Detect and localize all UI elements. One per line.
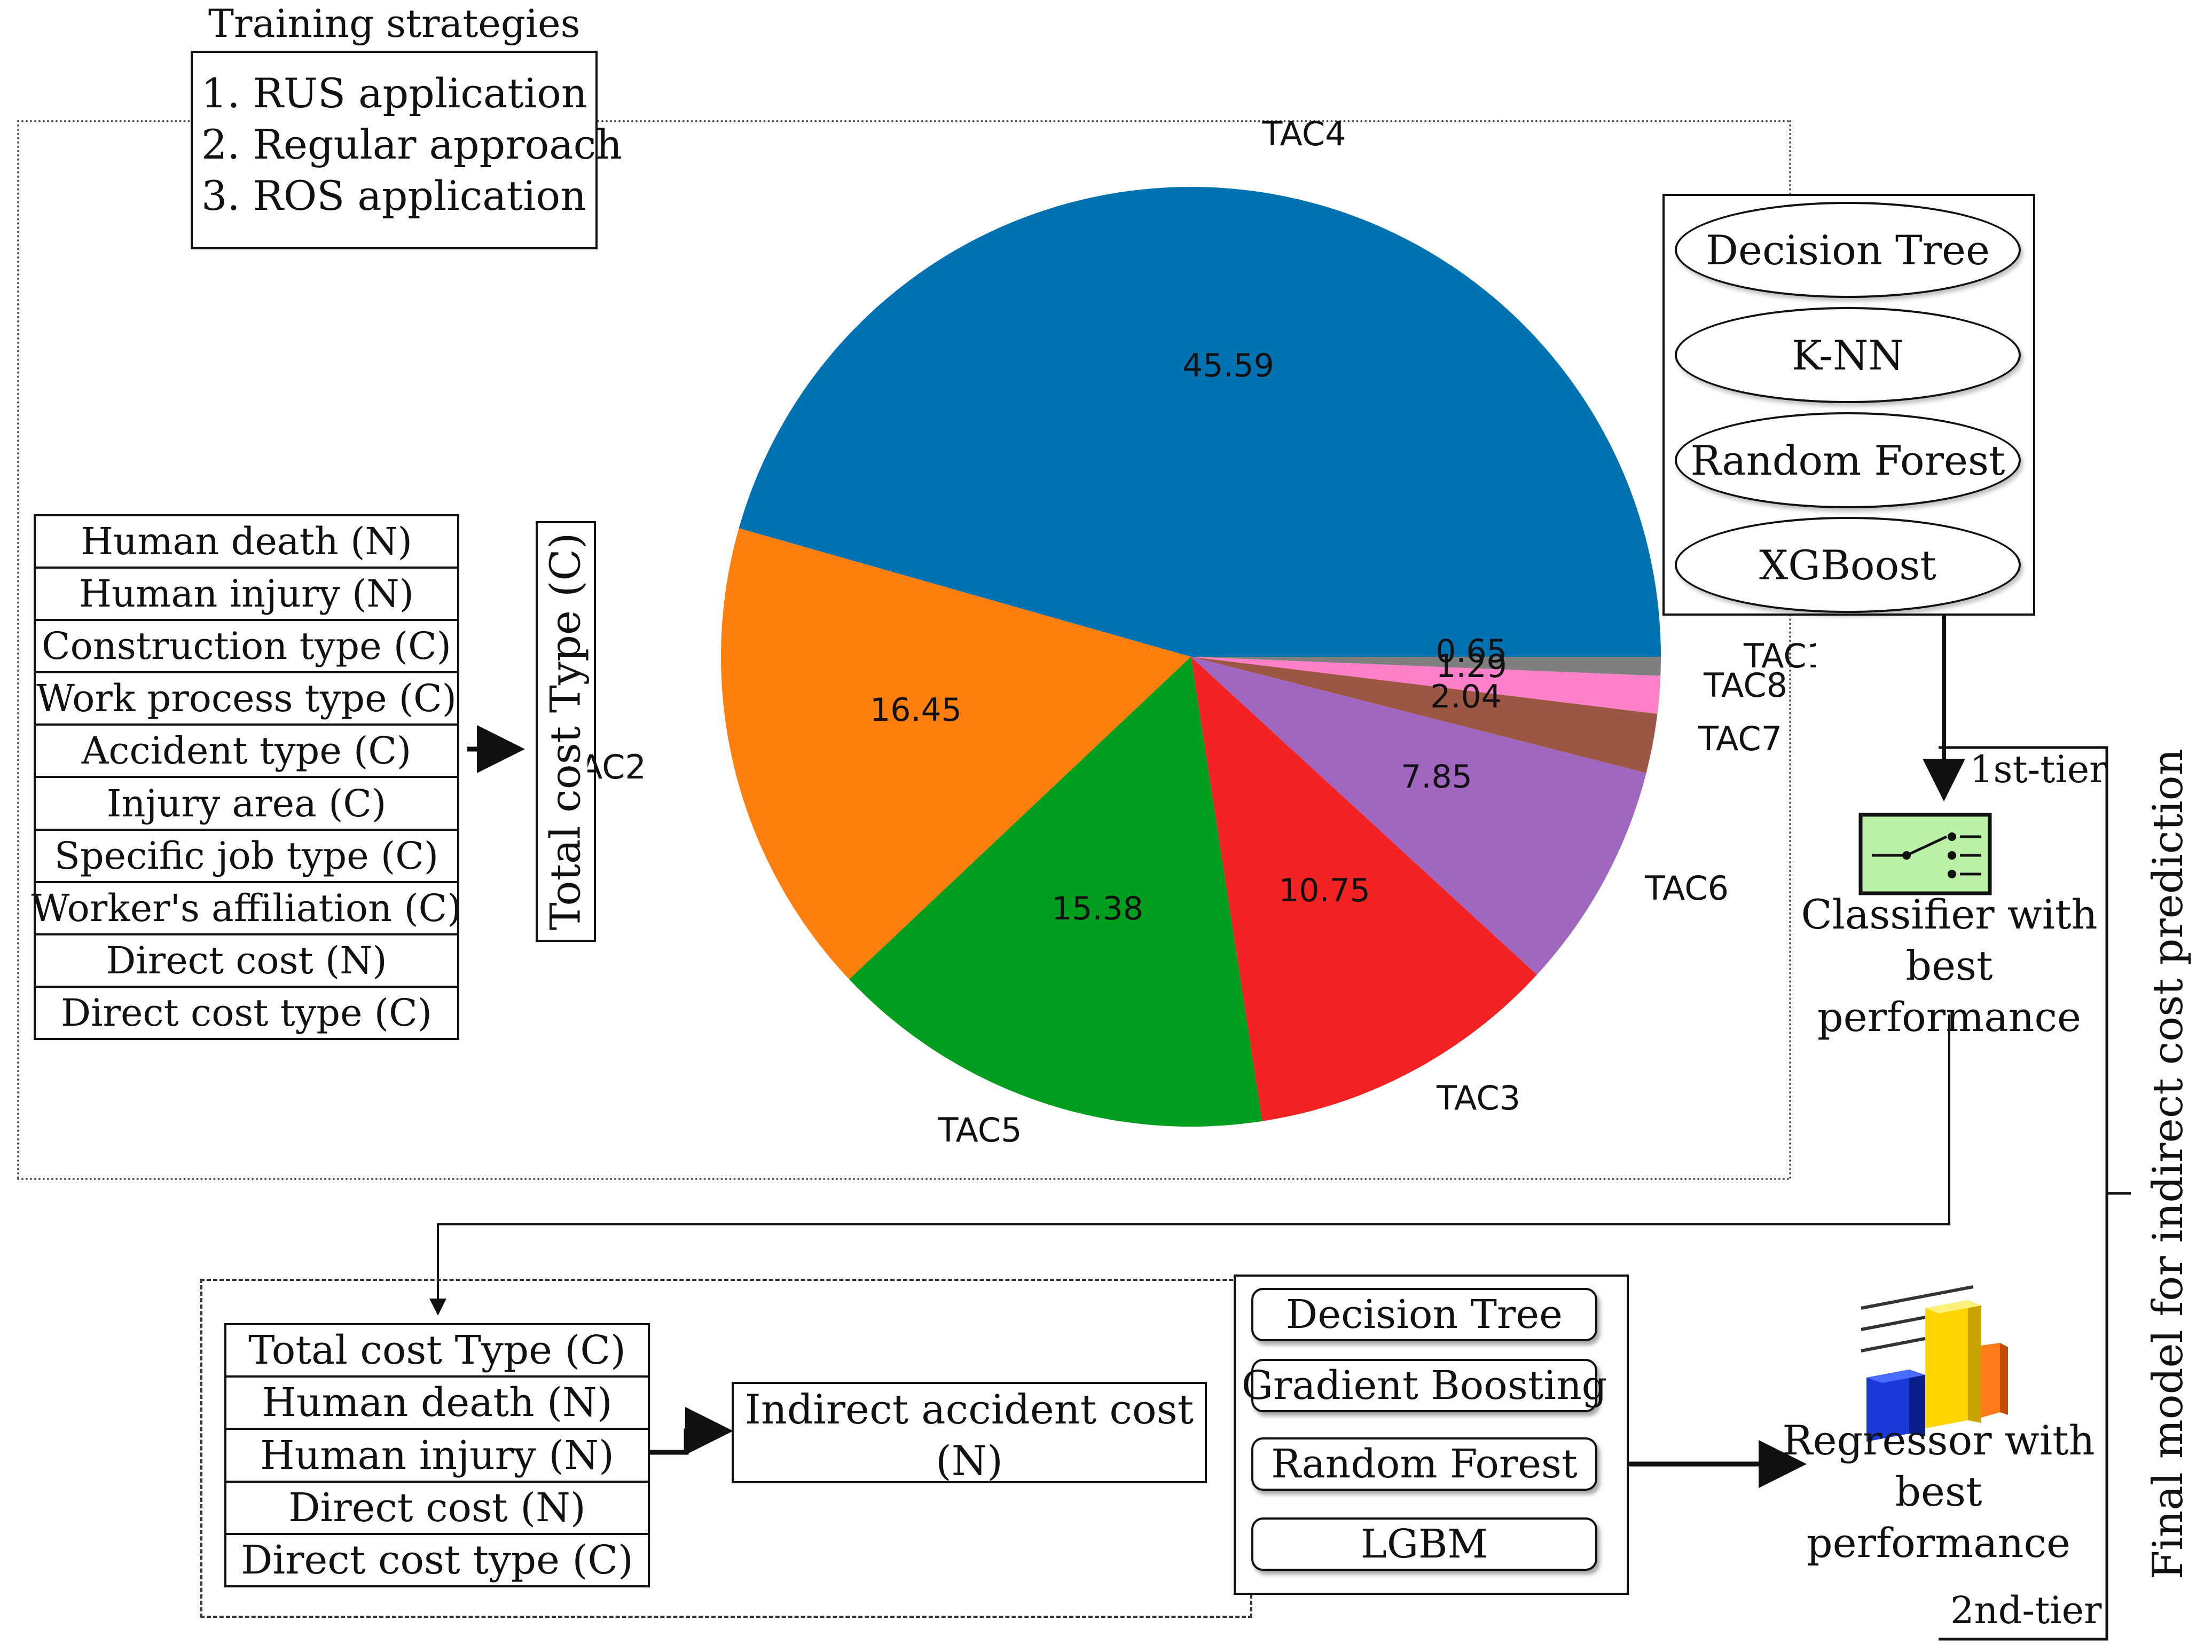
classifier-result-label: Classifier with best performance <box>1801 891 2098 1041</box>
pie-value-tac4: 45.59 <box>1182 347 1274 384</box>
feature-cell: Construction type (C) <box>36 621 457 674</box>
target-label-top: Total cost Type (C) <box>542 532 590 931</box>
tier2-label: 2nd-tier <box>1950 1588 2102 1632</box>
pie-label-tac5: TAC5 <box>937 1111 1022 1150</box>
pie-value-tac7: 2.04 <box>1430 678 1502 715</box>
feature-cell: Human injury (N) <box>36 569 457 622</box>
pie-slice-tac5 <box>849 657 1262 1127</box>
pie-label-tac8: TAC8 <box>1703 666 1787 705</box>
target-box-top: Total cost Type (C) <box>536 521 596 942</box>
pie-slice-tac8 <box>1191 657 1661 714</box>
pie-value-tac1: 0.65 <box>1436 633 1507 670</box>
features-table-bottom: Total cost Type (C) Human death (N) Huma… <box>224 1323 650 1587</box>
pie-value-tac3: 10.75 <box>1278 872 1370 909</box>
pie-value-tac2: 16.45 <box>870 691 962 729</box>
pie-value-tac8: 1.29 <box>1436 648 1507 685</box>
feature-cell: Human death (N) <box>226 1378 648 1430</box>
tier1-to-tier2-connector <box>429 1014 1950 1316</box>
pie-value-tac6: 7.85 <box>1401 758 1472 796</box>
classifier-decision-tree: Decision Tree <box>1675 202 2021 298</box>
pie-slice-tac3 <box>1191 657 1537 1121</box>
classifier-xgboost: XGBoost <box>1675 517 2021 613</box>
feature-cell: Total cost Type (C) <box>226 1325 648 1378</box>
tier1-label: 1st-tier <box>1970 748 2107 791</box>
pie-label-tac1: TAC1 <box>1743 636 1816 675</box>
feature-cell: Direct cost type (C) <box>241 1537 633 1583</box>
pie-slice-tac4 <box>739 187 1661 657</box>
final-model-label: Final model for indirect cost prediction <box>2144 749 2192 1579</box>
feature-cell: Specific job type (C) <box>36 831 457 883</box>
feature-cell: Accident type (C) <box>36 726 457 778</box>
strategy-item: 2. Regular approach <box>201 121 623 168</box>
feature-cell: Injury area (C) <box>36 778 457 831</box>
switch-icon <box>1858 813 1992 895</box>
pie-label-tac4: TAC4 <box>1261 117 1346 153</box>
classifier-knn: K-NN <box>1675 307 2021 403</box>
feature-cell: Direct cost (N) <box>226 1483 648 1535</box>
tier1-container <box>17 120 1791 1180</box>
strategies-title: Training strategies <box>208 1 581 46</box>
feature-cell: Human injury (N) <box>226 1430 648 1483</box>
regressor-random-forest: Random Forest <box>1251 1437 1597 1491</box>
regressor-decision-tree: Decision Tree <box>1251 1288 1597 1341</box>
pie-label-tac7: TAC7 <box>1698 719 1782 758</box>
bar-chart-icon <box>1850 1284 2011 1444</box>
features-to-indirect-arrow <box>649 1407 733 1455</box>
feature-cell: Worker's affiliation (C) <box>31 883 462 935</box>
regressor-lgbm: LGBM <box>1251 1517 1597 1571</box>
pie-slice-tac1 <box>1191 657 1661 676</box>
feature-cell: Human death (N) <box>36 516 457 569</box>
indirect-cost-box: Indirect accident cost (N) <box>732 1382 1207 1484</box>
classifier-random-forest: Random Forest <box>1675 412 2021 508</box>
strategy-item: 3. ROS application <box>201 172 587 219</box>
features-table-top: Human death (N) Human injury (N) Constru… <box>31 514 462 1040</box>
strategies-box: 1. RUS application 2. Regular approach 3… <box>191 51 623 249</box>
pie-label-tac6: TAC6 <box>1644 869 1729 908</box>
regressor-gradient-boosting: Gradient Boosting <box>1242 1359 1607 1412</box>
feature-cell: Direct cost (N) <box>36 935 457 988</box>
feature-cell: Work process type (C) <box>36 673 457 726</box>
pie-label-tac3: TAC3 <box>1436 1079 1520 1118</box>
pie-slice-tac6 <box>1191 657 1646 975</box>
pie-label-tac2: TAC2 <box>587 748 646 786</box>
pie-slice-tac2 <box>721 528 1191 980</box>
pie-slice-tac7 <box>1191 657 1658 773</box>
regressor-result-label: Regressor with best performance <box>1782 1417 2095 1567</box>
feature-cell: Direct cost type (C) <box>61 990 432 1035</box>
strategy-item: 1. RUS application <box>201 69 587 117</box>
pie-value-tac5: 15.38 <box>1052 890 1143 927</box>
